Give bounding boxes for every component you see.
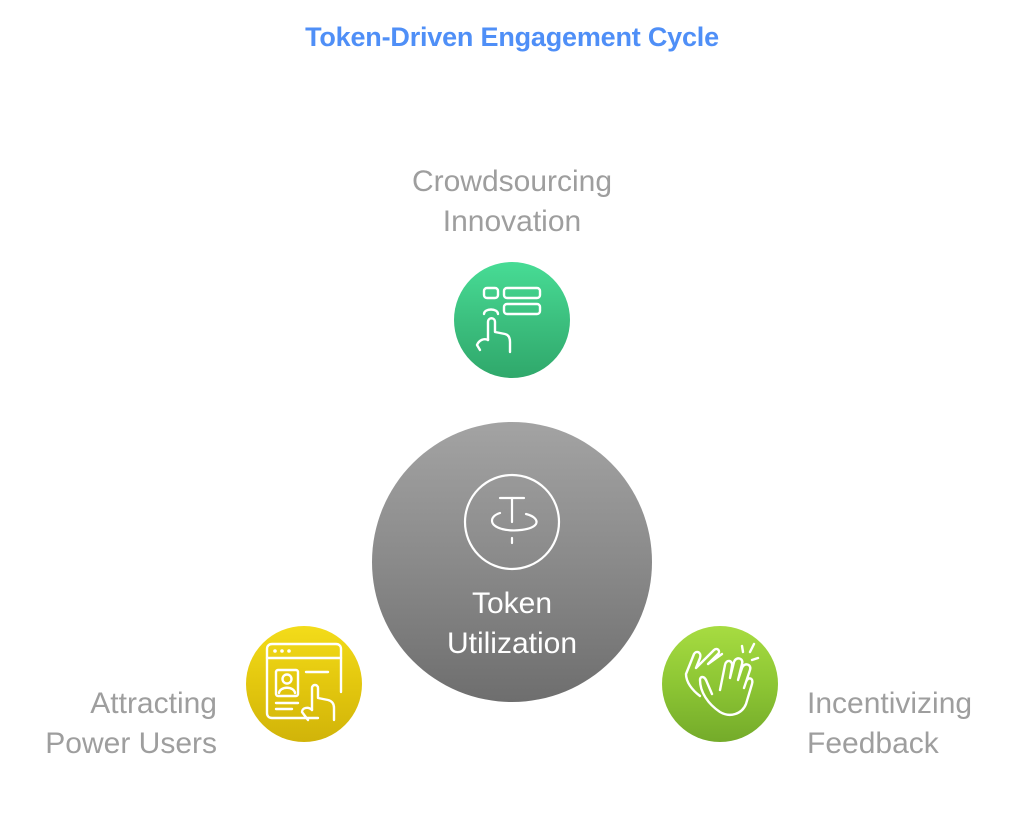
node-label-line-1: Attracting — [90, 687, 217, 720]
diagram-title: Token-Driven Engagement Cycle — [305, 22, 719, 52]
node-label-line-1: Crowdsourcing — [411, 165, 613, 198]
node-label-line-2: Innovation — [442, 205, 582, 238]
token-rotate-icon — [462, 472, 562, 572]
node-attracting-power-users — [246, 626, 362, 742]
node-label-attracting-power-users: Attracting Power Users — [0, 684, 217, 764]
node-label-line-2: Power Users — [45, 727, 217, 760]
center-node-token-utilization — [372, 422, 652, 702]
node-crowdsourcing-innovation — [454, 262, 570, 378]
browser-profile-click-icon — [264, 642, 344, 726]
touch-select-list-icon — [474, 282, 550, 358]
node-label-line-1: Incentivizing — [807, 687, 973, 720]
center-node-label: Token Utilization — [372, 584, 652, 664]
clapping-hands-icon — [680, 640, 760, 724]
node-label-line-2: Feedback — [807, 727, 939, 760]
center-label-line-2: Utilization — [446, 627, 578, 660]
node-label-incentivizing-feedback: Incentivizing Feedback — [807, 684, 1024, 764]
node-label-crowdsourcing-innovation: Crowdsourcing Innovation — [312, 162, 712, 242]
center-label-line-1: Token — [471, 587, 553, 620]
